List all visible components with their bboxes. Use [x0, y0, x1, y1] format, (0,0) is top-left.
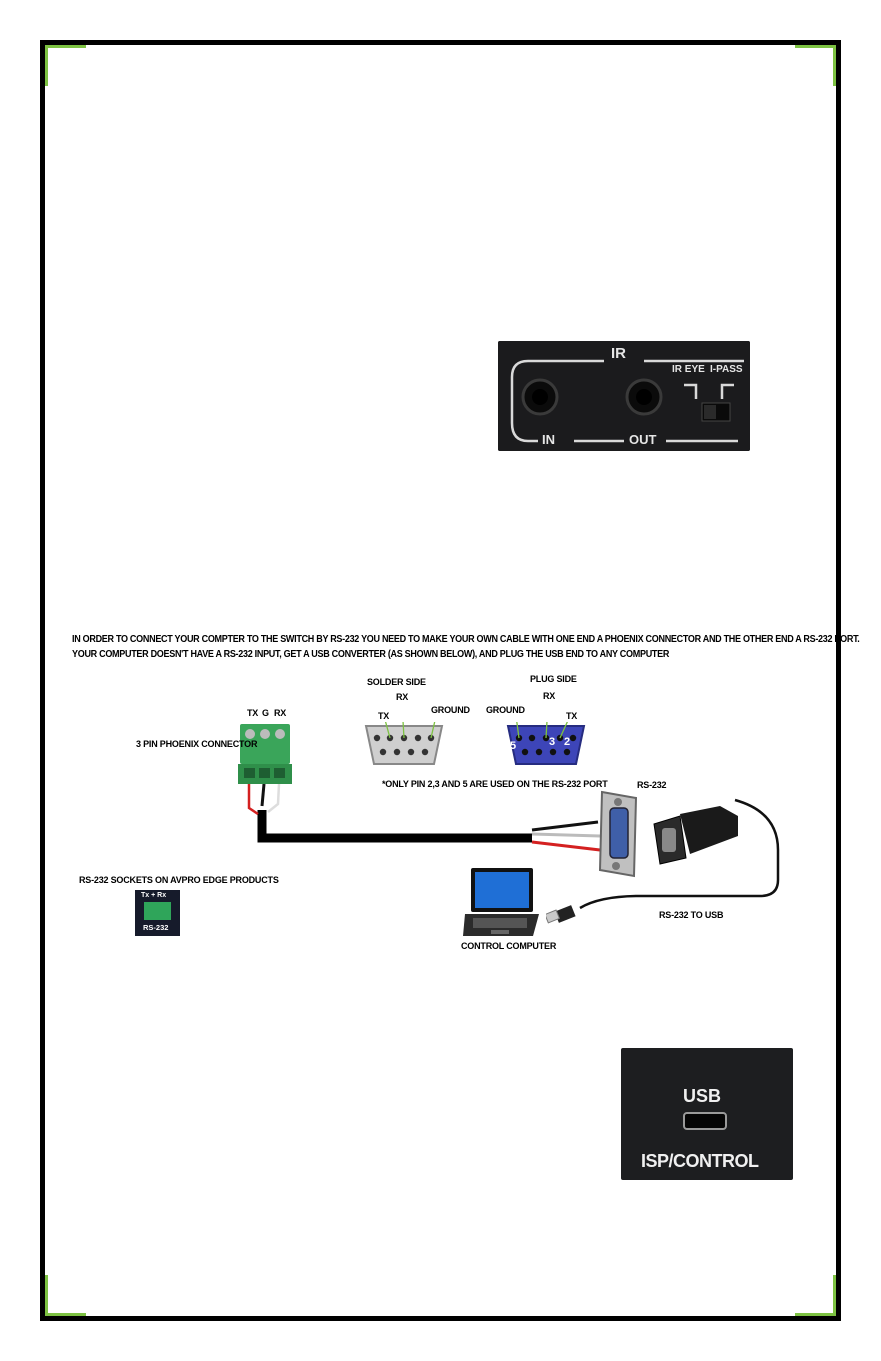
- rs232-socket-image: Tx + Rx RS-232: [135, 890, 180, 936]
- plug-tx-label: TX: [566, 711, 578, 721]
- usb-isp-control-photo: USB ISP/CONTROL: [621, 1048, 793, 1180]
- solder-ground-label: GROUND: [431, 705, 470, 715]
- socket-terminal: [144, 902, 171, 920]
- phoenix-connector-label: 3 PIN PHOENIX CONNECTOR: [136, 739, 258, 749]
- ir-out-label: OUT: [629, 432, 657, 447]
- page-frame: [40, 40, 841, 1321]
- ir-title: IR: [611, 345, 626, 362]
- db9-solder-side: [362, 703, 446, 768]
- micro-usb-port: [683, 1112, 727, 1130]
- usb-plug: [544, 904, 576, 926]
- phoenix-pin-g: G: [262, 708, 269, 718]
- rs232-to-usb-label: RS-232 TO USB: [659, 910, 724, 920]
- ir-eye-label: IR EYE: [672, 364, 705, 375]
- db9-plug-side: 5 3 2: [504, 703, 588, 768]
- solder-side-label: SOLDER SIDE: [367, 677, 426, 687]
- solder-rx-label: RX: [396, 692, 409, 702]
- socket-bottom-text: RS-232: [143, 923, 169, 932]
- db9-female-connector: [592, 788, 644, 880]
- solder-tx-label: TX: [378, 711, 390, 721]
- control-computer-label: CONTROL COMPUTER: [461, 941, 557, 951]
- socket-top-text: Tx + Rx: [141, 892, 167, 899]
- plug-pin-5: 5: [510, 740, 517, 752]
- ir-panel-photo: IR IR EYE I-PASS IN OUT: [498, 341, 750, 451]
- laptop-icon: [461, 866, 541, 938]
- plug-ground-label: GROUND: [486, 705, 525, 715]
- plug-pin-3: 3: [549, 736, 556, 748]
- ir-in-label: IN: [542, 432, 555, 447]
- rs232-instruction-line-1: IN ORDER TO CONNECT YOUR COMPTER TO THE …: [72, 633, 860, 645]
- plug-pin-2: 2: [564, 736, 571, 748]
- plug-rx-label: RX: [543, 691, 556, 701]
- phoenix-pin-rx: RX: [274, 708, 287, 718]
- pin-usage-note: *ONLY PIN 2,3 AND 5 ARE USED ON THE RS-2…: [382, 779, 608, 789]
- isp-control-label: ISP/CONTROL: [641, 1151, 759, 1171]
- rs232-instruction-line-2: YOUR COMPUTER DOESN'T HAVE A RS-232 INPU…: [72, 648, 670, 660]
- i-pass-label: I-PASS: [710, 364, 743, 375]
- phoenix-connector: [238, 720, 292, 786]
- usb-port-label: USB: [683, 1086, 722, 1106]
- rs232-label: RS-232: [637, 780, 667, 790]
- phoenix-pin-tx: TX: [247, 708, 259, 718]
- plug-side-label: PLUG SIDE: [530, 674, 577, 684]
- rs232-usb-converter: [650, 806, 742, 870]
- rs232-sockets-label: RS-232 SOCKETS ON AVPRO EDGE PRODUCTS: [79, 875, 279, 885]
